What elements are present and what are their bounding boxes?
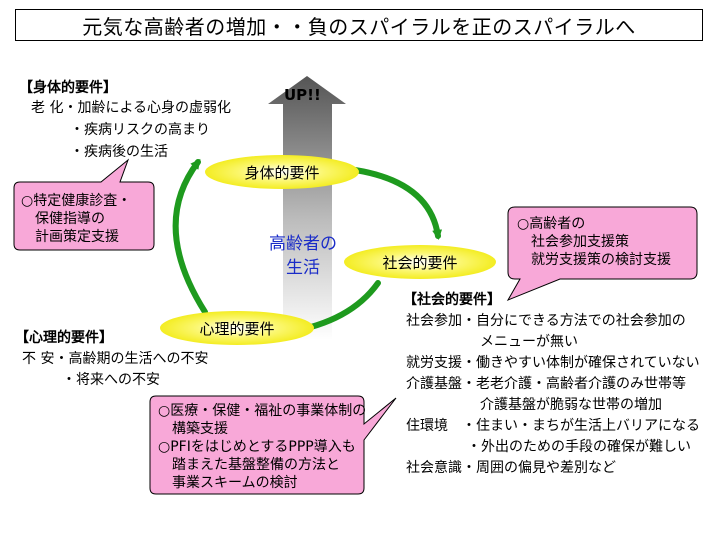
- callout-bottom-line-4: 踏まえた基盤整備の方法と: [172, 457, 340, 473]
- social-line-6: 住環境 ・住まい・まちが生活上バリアになる: [406, 418, 700, 434]
- ellipse-physical-label: 身体的要件: [244, 164, 320, 182]
- cycle-arrow-mental-to-physical: [172, 158, 208, 315]
- callout-bottom-line-3: ○PFIをはじめとするPPP導入も: [158, 439, 356, 455]
- callout-left-text: ○特定健康診査・ 保健指導の 計画策定支援: [21, 192, 131, 246]
- social-line-2: メニューが無い: [480, 334, 578, 350]
- callout-right-line-2: 社会参加支援策: [531, 234, 629, 250]
- callout-left-shape: [13, 158, 155, 251]
- callout-bottom-line-5: 事業スキームの検討: [172, 475, 298, 491]
- social-heading: 【社会的要件】: [403, 292, 501, 308]
- social-line-3: 就労支援・働きやすい体制が確保されていない: [406, 355, 700, 371]
- physical-line-2: ・疾病リスクの高まり: [70, 122, 210, 138]
- physical-line-1: 老 化・加齢による心身の虚弱化: [31, 100, 232, 116]
- callout-left-line-1: ○特定健康診査・: [21, 193, 132, 209]
- callout-right-shape: [506, 206, 698, 302]
- social-line-7: ・外出のための手段の確保が難しい: [467, 439, 691, 455]
- physical-heading: 【身体的要件】: [19, 80, 117, 96]
- ellipse-social: [344, 245, 496, 279]
- mental-line-2: ・将来への不安: [62, 372, 160, 388]
- ellipse-mental-label: 心理的要件: [199, 320, 275, 338]
- center-label-line-2: 生活: [286, 258, 320, 278]
- ellipse-physical: [205, 155, 359, 189]
- social-line-4: 介護基盤・老老介護・高齢者介護のみ世帯等: [406, 376, 686, 392]
- center-label: 高齢者の 生活: [258, 232, 348, 280]
- callout-left-line-3: 計画策定支援: [35, 229, 119, 245]
- mental-heading: 【心理的要件】: [15, 330, 113, 346]
- callout-right-text: ○高齢者の 社会参加支援策 就労支援策の検討支援: [517, 215, 671, 269]
- callout-right-line-1: ○高齢者の: [517, 216, 586, 232]
- mental-line-1: 不 安・高齢期の生活への不安: [22, 351, 209, 367]
- social-line-5: 介護基盤が脆弱な世帯の増加: [480, 397, 662, 413]
- callout-right-line-3: 就労支援策の検討支援: [531, 252, 671, 268]
- callout-bottom-line-2: 構築支援: [172, 421, 228, 437]
- social-line-8: 社会意識・周囲の偏見や差別など: [406, 460, 616, 476]
- cycle-arrow-physical-to-social: [352, 167, 443, 240]
- center-label-line-1: 高齢者の: [269, 234, 337, 254]
- ellipse-social-label: 社会的要件: [382, 254, 458, 272]
- up-arrow-label: UP!!: [284, 86, 321, 104]
- ellipse-mental: [160, 311, 314, 345]
- callout-bottom-text: ○医療・保健・福祉の事業体制の 構築支援 ○PFIをはじめとするPPP導入も 踏…: [158, 402, 366, 492]
- up-arrow: [268, 76, 346, 340]
- page-title: 元気な高齢者の増加・・負のスパイラルを正のスパイラルへ: [15, 9, 703, 41]
- social-line-1: 社会参加・自分にできる方法での社会参加の: [406, 313, 686, 329]
- callout-bottom-shape: [149, 395, 397, 495]
- callout-left-line-2: 保健指導の: [35, 211, 105, 227]
- physical-line-3: ・疾病後の生活: [70, 144, 168, 160]
- callout-bottom-line-1: ○医療・保健・福祉の事業体制の: [158, 403, 367, 419]
